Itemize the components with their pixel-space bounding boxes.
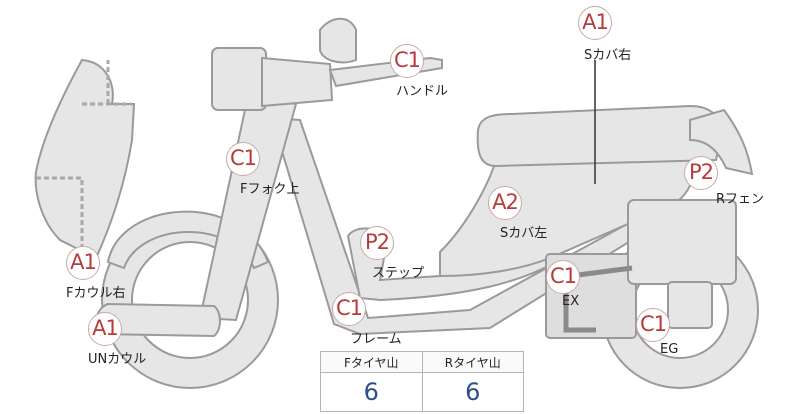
- step-grade: P2: [360, 226, 394, 260]
- r-fender-grade: P2: [684, 156, 718, 190]
- handle-label: ハンドル: [396, 84, 449, 99]
- handle-area: [211, 17, 443, 111]
- frame-label: フレーム: [350, 332, 402, 347]
- rear-tread-value: 6: [421, 372, 524, 412]
- rear-tread-header: Rタイヤ山: [421, 351, 524, 373]
- f-fork-upper-grade: C1: [226, 142, 260, 176]
- under-cowl-shape: [94, 302, 221, 338]
- cowl-seam-1: [82, 60, 132, 106]
- rear-fender-shape: [689, 108, 754, 176]
- eg-label: EG: [660, 342, 679, 357]
- f-cowl-right-label: Fカウル右: [66, 286, 126, 301]
- f-fork-upper-label: Fフォク上: [240, 182, 300, 197]
- front-tread-value: 6: [320, 372, 423, 412]
- front-cowl-shape: [34, 58, 136, 260]
- un-cowl-label: UNカウル: [88, 352, 147, 367]
- eg-grade: C1: [636, 308, 670, 342]
- ex-grade: C1: [546, 260, 580, 294]
- step-label: ステップ: [372, 266, 425, 281]
- f-cowl-right-grade: A1: [66, 246, 100, 280]
- seat-shape: [476, 104, 724, 168]
- front-tread-header: Fタイヤ山: [320, 351, 423, 373]
- s-cover-left-grade: A2: [488, 186, 522, 220]
- s-cover-right-label: Sカバ右: [584, 48, 632, 63]
- ex-label: EX: [562, 294, 580, 309]
- frame-grade: C1: [332, 292, 366, 326]
- side-cover-body: [439, 148, 694, 278]
- tire-tread-table: Fタイヤ山 Rタイヤ山 6 6: [320, 351, 524, 412]
- un-cowl-grade: A1: [88, 312, 122, 346]
- s-cover-left-label: Sカバ左: [500, 226, 548, 241]
- r-fender-label: Rフェン: [716, 192, 765, 207]
- s-cover-right-grade: A1: [578, 6, 612, 40]
- handle-grade: C1: [390, 44, 424, 78]
- cowl-seam-2: [36, 176, 84, 256]
